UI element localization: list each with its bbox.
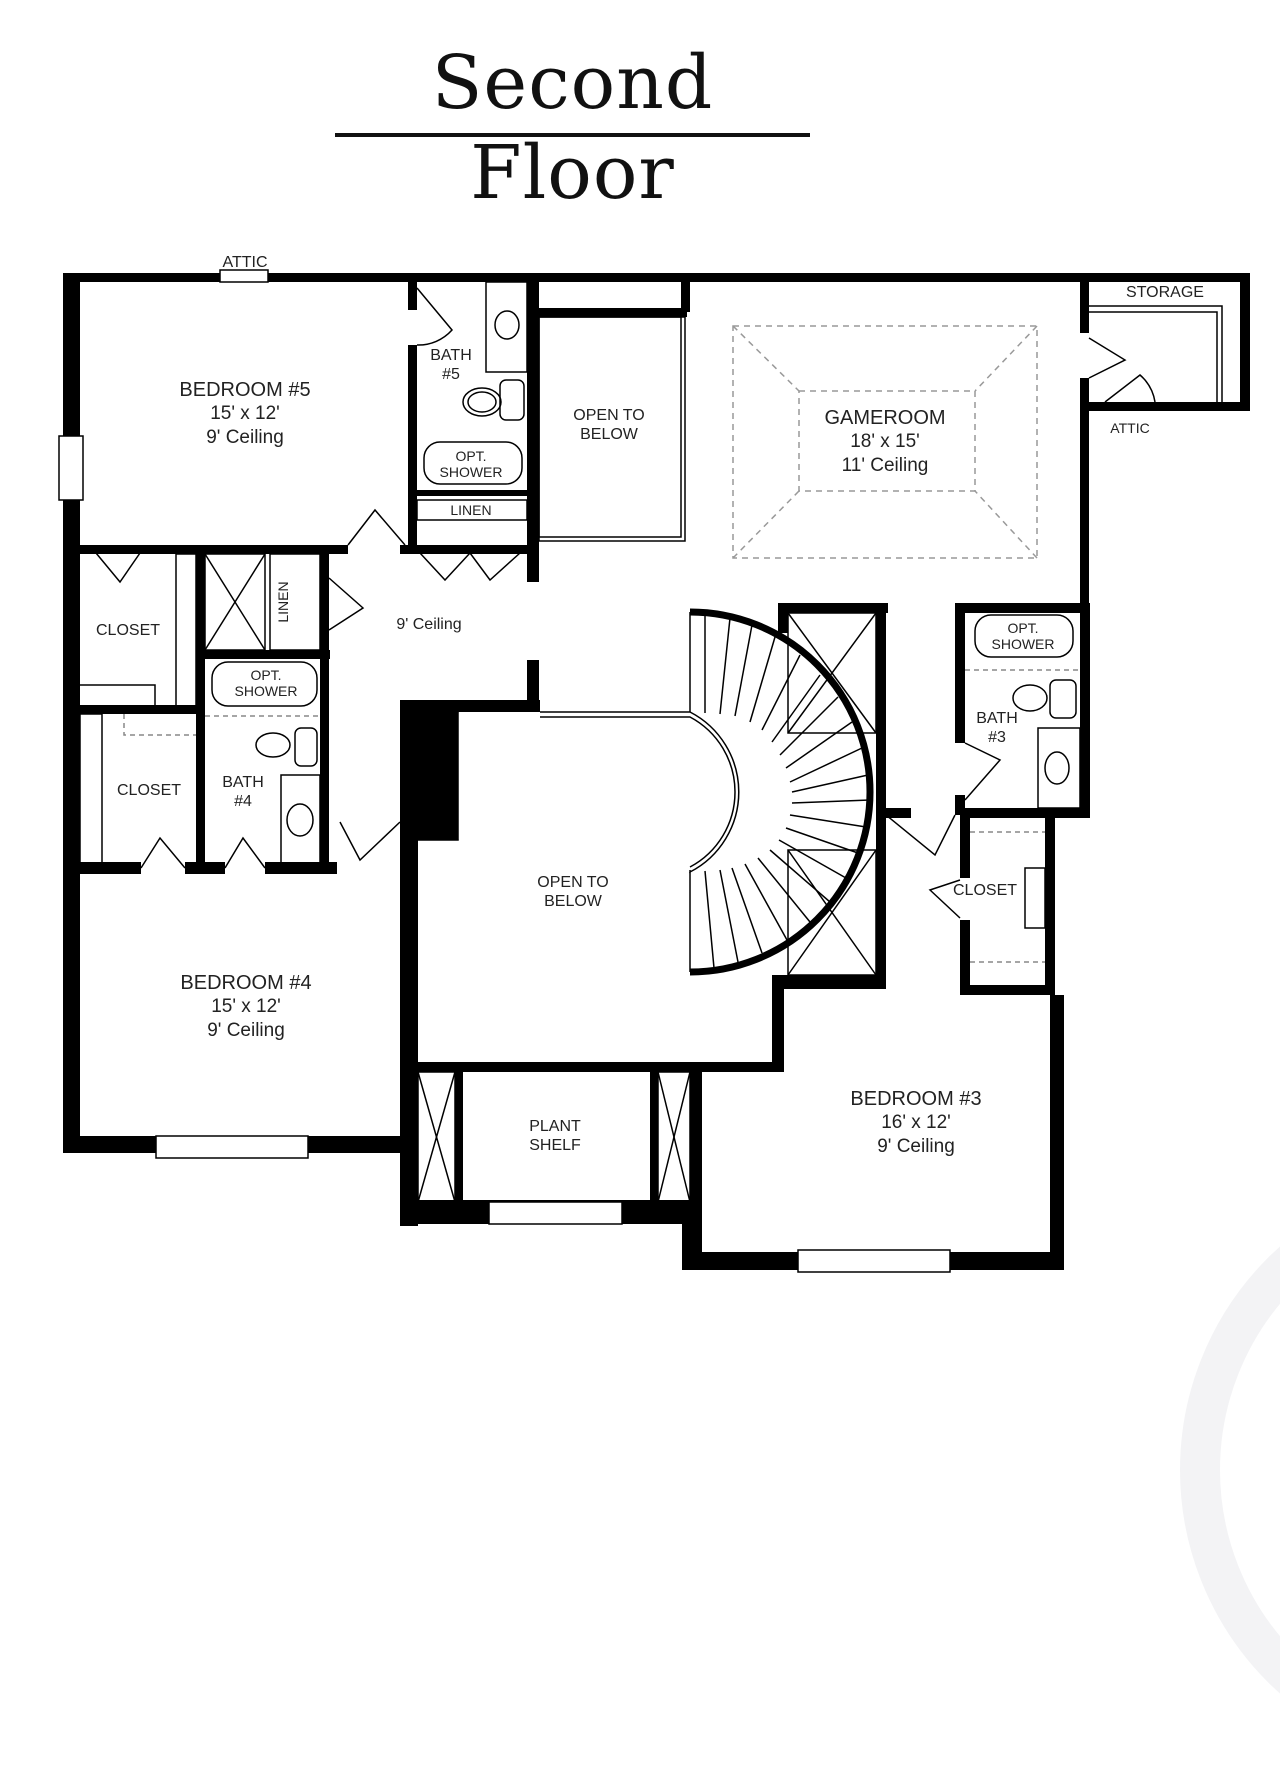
bedroom5-label: BEDROOM #5 15' x 12' 9' Ceiling	[179, 378, 310, 450]
closet-lower-left-label: CLOSET	[116, 782, 182, 799]
bath4-label: BATH #4	[222, 773, 263, 811]
floor-plan	[58, 269, 1250, 1273]
bedroom5-ceiling: 9' Ceiling	[206, 427, 284, 448]
open-to-below-center-label: OPEN TO BELOW	[537, 873, 608, 911]
bath4-num: #4	[234, 793, 252, 810]
open-line2: BELOW	[544, 893, 602, 910]
gameroom-ceiling: 11' Ceiling	[841, 455, 929, 476]
bath5-label: BATH #5	[430, 346, 471, 384]
open-line1: OPEN TO	[573, 407, 645, 424]
bath3-label: BATH #3	[976, 709, 1017, 747]
title-underline	[335, 133, 810, 137]
attic-right-label: ATTIC	[1110, 420, 1150, 436]
closet-upper-left-label: CLOSET	[95, 622, 161, 639]
bath3-shower-label: OPT. SHOWER	[992, 620, 1055, 652]
bath3-num: #3	[988, 729, 1006, 746]
attic-top-label: ATTIC	[222, 254, 268, 271]
bath5-linen-label: LINEN	[450, 502, 492, 518]
bath5-shower-label: OPT. SHOWER	[440, 448, 503, 480]
opt-label: OPT.	[455, 448, 487, 464]
staircase	[689, 608, 874, 976]
windows	[58, 269, 951, 1273]
shower-label: SHOWER	[439, 464, 503, 480]
storage-label: STORAGE	[1126, 284, 1204, 301]
shower-label: SHOWER	[991, 636, 1055, 652]
gameroom-size: 18' x 15'	[850, 431, 920, 452]
plant-line1: PLANT	[529, 1118, 581, 1135]
page-title: Second Floor	[431, 40, 714, 216]
bedroom3-label: BEDROOM #3 16' x 12' 9' Ceiling	[850, 1087, 981, 1159]
open-line1: OPEN TO	[537, 874, 609, 891]
bedroom3-name: BEDROOM #3	[850, 1088, 982, 1110]
bedroom5-name: BEDROOM #5	[179, 379, 311, 401]
gameroom-name: GAMEROOM	[824, 407, 946, 429]
open-to-below-top-label: OPEN TO BELOW	[573, 406, 644, 444]
bedroom4-ceiling: 9' Ceiling	[207, 1020, 285, 1041]
plant-line2: SHELF	[529, 1137, 581, 1154]
bedroom4-label: BEDROOM #4 15' x 12' 9' Ceiling	[180, 971, 311, 1043]
closet-right-label: CLOSET	[952, 882, 1018, 899]
fixtures	[79, 281, 1223, 1203]
bedroom5-size: 15' x 12'	[210, 403, 280, 424]
bath4-shower-label: OPT. SHOWER	[235, 667, 298, 699]
gameroom-label: GAMEROOM 18' x 15' 11' Ceiling	[824, 406, 945, 478]
plant-shelf-label: PLANT SHELF	[529, 1117, 581, 1155]
bedroom3-ceiling: 9' Ceiling	[877, 1136, 955, 1157]
bath5-name: BATH	[430, 347, 472, 364]
bath5-num: #5	[442, 366, 460, 383]
opt-label: OPT.	[250, 667, 282, 683]
bedroom3-size: 16' x 12'	[881, 1112, 951, 1133]
shower-label: SHOWER	[234, 683, 298, 699]
bath3-name: BATH	[976, 710, 1018, 727]
linen-vertical-label: LINEN	[275, 581, 291, 623]
bath4-name: BATH	[222, 774, 264, 791]
hall-ceiling-label: 9' Ceiling	[396, 616, 462, 633]
bedroom4-size: 15' x 12'	[211, 996, 281, 1017]
open-line2: BELOW	[580, 426, 638, 443]
bedroom4-name: BEDROOM #4	[180, 972, 312, 994]
opt-label: OPT.	[1007, 620, 1039, 636]
